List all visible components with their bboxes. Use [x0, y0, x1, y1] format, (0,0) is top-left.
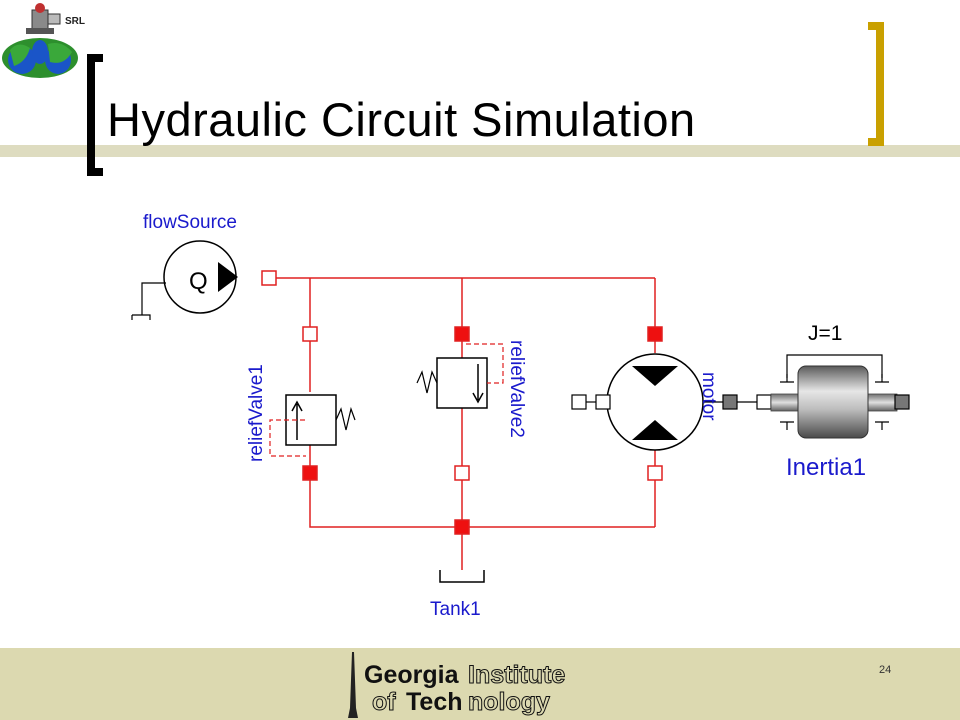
inertia-parameter: J=1: [808, 322, 842, 345]
footer-band: [0, 648, 960, 720]
logo-institute: Institute: [468, 661, 565, 689]
inertia-bracket-top: [786, 354, 883, 378]
motor[interactable]: motor: [571, 326, 738, 481]
inertia-bearing-marks: [780, 374, 889, 430]
flow-source-label: flowSource: [143, 212, 237, 233]
srl-logo: [2, 3, 78, 78]
logo-nology: nology: [468, 688, 550, 716]
motor-label: motor: [698, 372, 719, 421]
page-number: 24: [879, 664, 892, 676]
relief-valve-2-label: reliefValve2: [506, 340, 527, 438]
left-bracket: [87, 54, 103, 176]
flow-source[interactable]: Q flowSource: [131, 212, 277, 320]
flow-arrow-icon: [218, 262, 238, 292]
relief-valve-2-pilot: [466, 343, 504, 384]
header-band: [0, 145, 960, 157]
tank-symbol: [439, 570, 485, 583]
motor-shaft-right-port[interactable]: [722, 394, 738, 410]
inertia-port-left[interactable]: [756, 394, 772, 410]
flow-source-ground: [131, 282, 166, 320]
lab-label: SRL: [65, 16, 85, 27]
right-bracket: [868, 22, 884, 146]
page-title: Hydraulic Circuit Simulation: [107, 93, 696, 146]
flow-source-symbol: Q: [189, 268, 208, 295]
relief-valve-2-arrow-icon: [472, 364, 484, 404]
relief-valve-2-port-bottom[interactable]: [454, 465, 470, 481]
relief-valve-1[interactable]: reliefValve1: [246, 326, 356, 481]
motor-port-bottom[interactable]: [647, 465, 663, 481]
wires: [276, 277, 656, 570]
flow-source-port-out[interactable]: [261, 270, 277, 286]
junction-port[interactable]: [454, 519, 470, 535]
relief-valve-1-label: reliefValve1: [246, 364, 267, 462]
inertia-cylinder: [797, 365, 869, 439]
relief-valve-2-spring-icon: [416, 370, 438, 394]
inertia[interactable]: J=1 Inertia1: [737, 322, 910, 481]
tech-tower-icon: [348, 652, 358, 718]
motor-port-top[interactable]: [647, 326, 663, 342]
relief-valve-1-pilot: [269, 419, 306, 457]
relief-valve-2-port-top[interactable]: [454, 326, 470, 342]
relief-valve-1-port-bottom[interactable]: [302, 465, 318, 481]
logo-georgia: Georgia: [364, 661, 460, 689]
relief-valve-1-spring-icon: [335, 406, 356, 431]
tank[interactable]: Tank1: [430, 519, 485, 620]
tank-label: Tank1: [430, 599, 481, 620]
relief-valve-1-port-top[interactable]: [302, 326, 318, 342]
motor-bottom-triangle-icon: [632, 420, 678, 440]
relief-valve-2[interactable]: reliefValve2: [416, 326, 527, 481]
relief-valve-1-arrow-icon: [291, 400, 303, 440]
motor-shaft-left-port[interactable]: [595, 394, 611, 410]
inertia-label: Inertia1: [786, 454, 866, 481]
motor-top-triangle-icon: [632, 366, 678, 386]
inertia-port-right[interactable]: [894, 394, 910, 410]
wire-relief1: [309, 278, 655, 528]
georgia-tech-logo: Georgia Institute of Tech nology: [348, 652, 566, 718]
motor-flange-left-port[interactable]: [571, 394, 587, 410]
logo-tech: Tech: [406, 688, 463, 716]
logo-of: of: [372, 688, 396, 716]
